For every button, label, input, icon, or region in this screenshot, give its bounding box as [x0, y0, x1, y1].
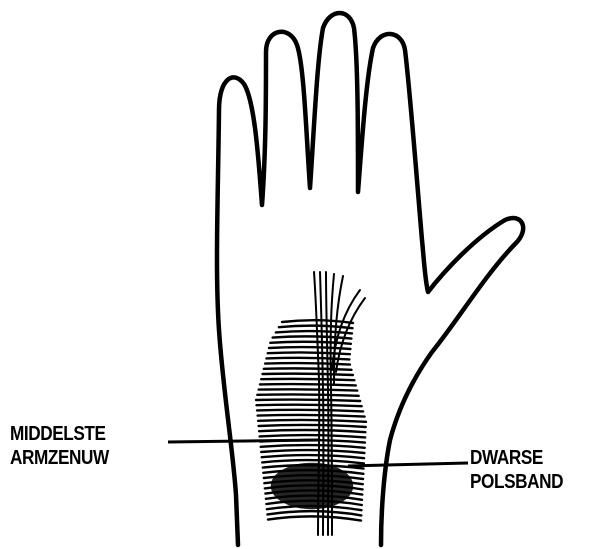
hatch-line — [259, 425, 366, 427]
ligament-label-line2: POLSBAND — [470, 470, 563, 494]
hatch-line — [259, 430, 365, 432]
hatch-line — [268, 516, 361, 520]
median-nerve-label-line2: ARMZENUW — [10, 446, 109, 470]
hatch-line — [262, 455, 364, 458]
hatch-line — [265, 363, 350, 365]
hatch-line — [261, 450, 364, 453]
hatch-line — [276, 331, 352, 333]
hatch-line — [268, 352, 350, 354]
hatch-line — [266, 358, 349, 360]
hatch-line — [264, 368, 352, 369]
hatch-line — [258, 420, 366, 422]
hatch-line — [279, 326, 353, 329]
hatch-line — [261, 379, 354, 380]
hatch-line — [258, 415, 365, 417]
hatch-line — [267, 511, 361, 515]
hatch-line — [257, 410, 363, 412]
hatch-line — [269, 347, 350, 349]
hatch-line — [273, 336, 352, 338]
hatch-dense-core — [272, 464, 352, 508]
median-nerve-label: MIDDELSTE ARMZENUW — [10, 422, 109, 470]
hatch-line — [260, 384, 356, 385]
hatch-line — [259, 389, 358, 390]
hatch-line — [270, 342, 351, 344]
hatch-line — [263, 374, 353, 375]
hatch-line — [257, 394, 358, 395]
hatch-line — [261, 445, 365, 448]
median-nerve-pointer — [168, 440, 318, 442]
hatch-line — [257, 405, 362, 407]
transverse-carpal-ligament-hatching — [256, 320, 366, 520]
hatch-line — [256, 400, 360, 401]
ligament-label-line1: DWARSE — [470, 446, 563, 470]
ligament-label: DWARSE POLSBAND — [470, 446, 563, 494]
ligament-pointer — [348, 463, 468, 466]
hatch-line — [260, 435, 366, 437]
median-nerve-label-line1: MIDDELSTE — [10, 422, 109, 446]
